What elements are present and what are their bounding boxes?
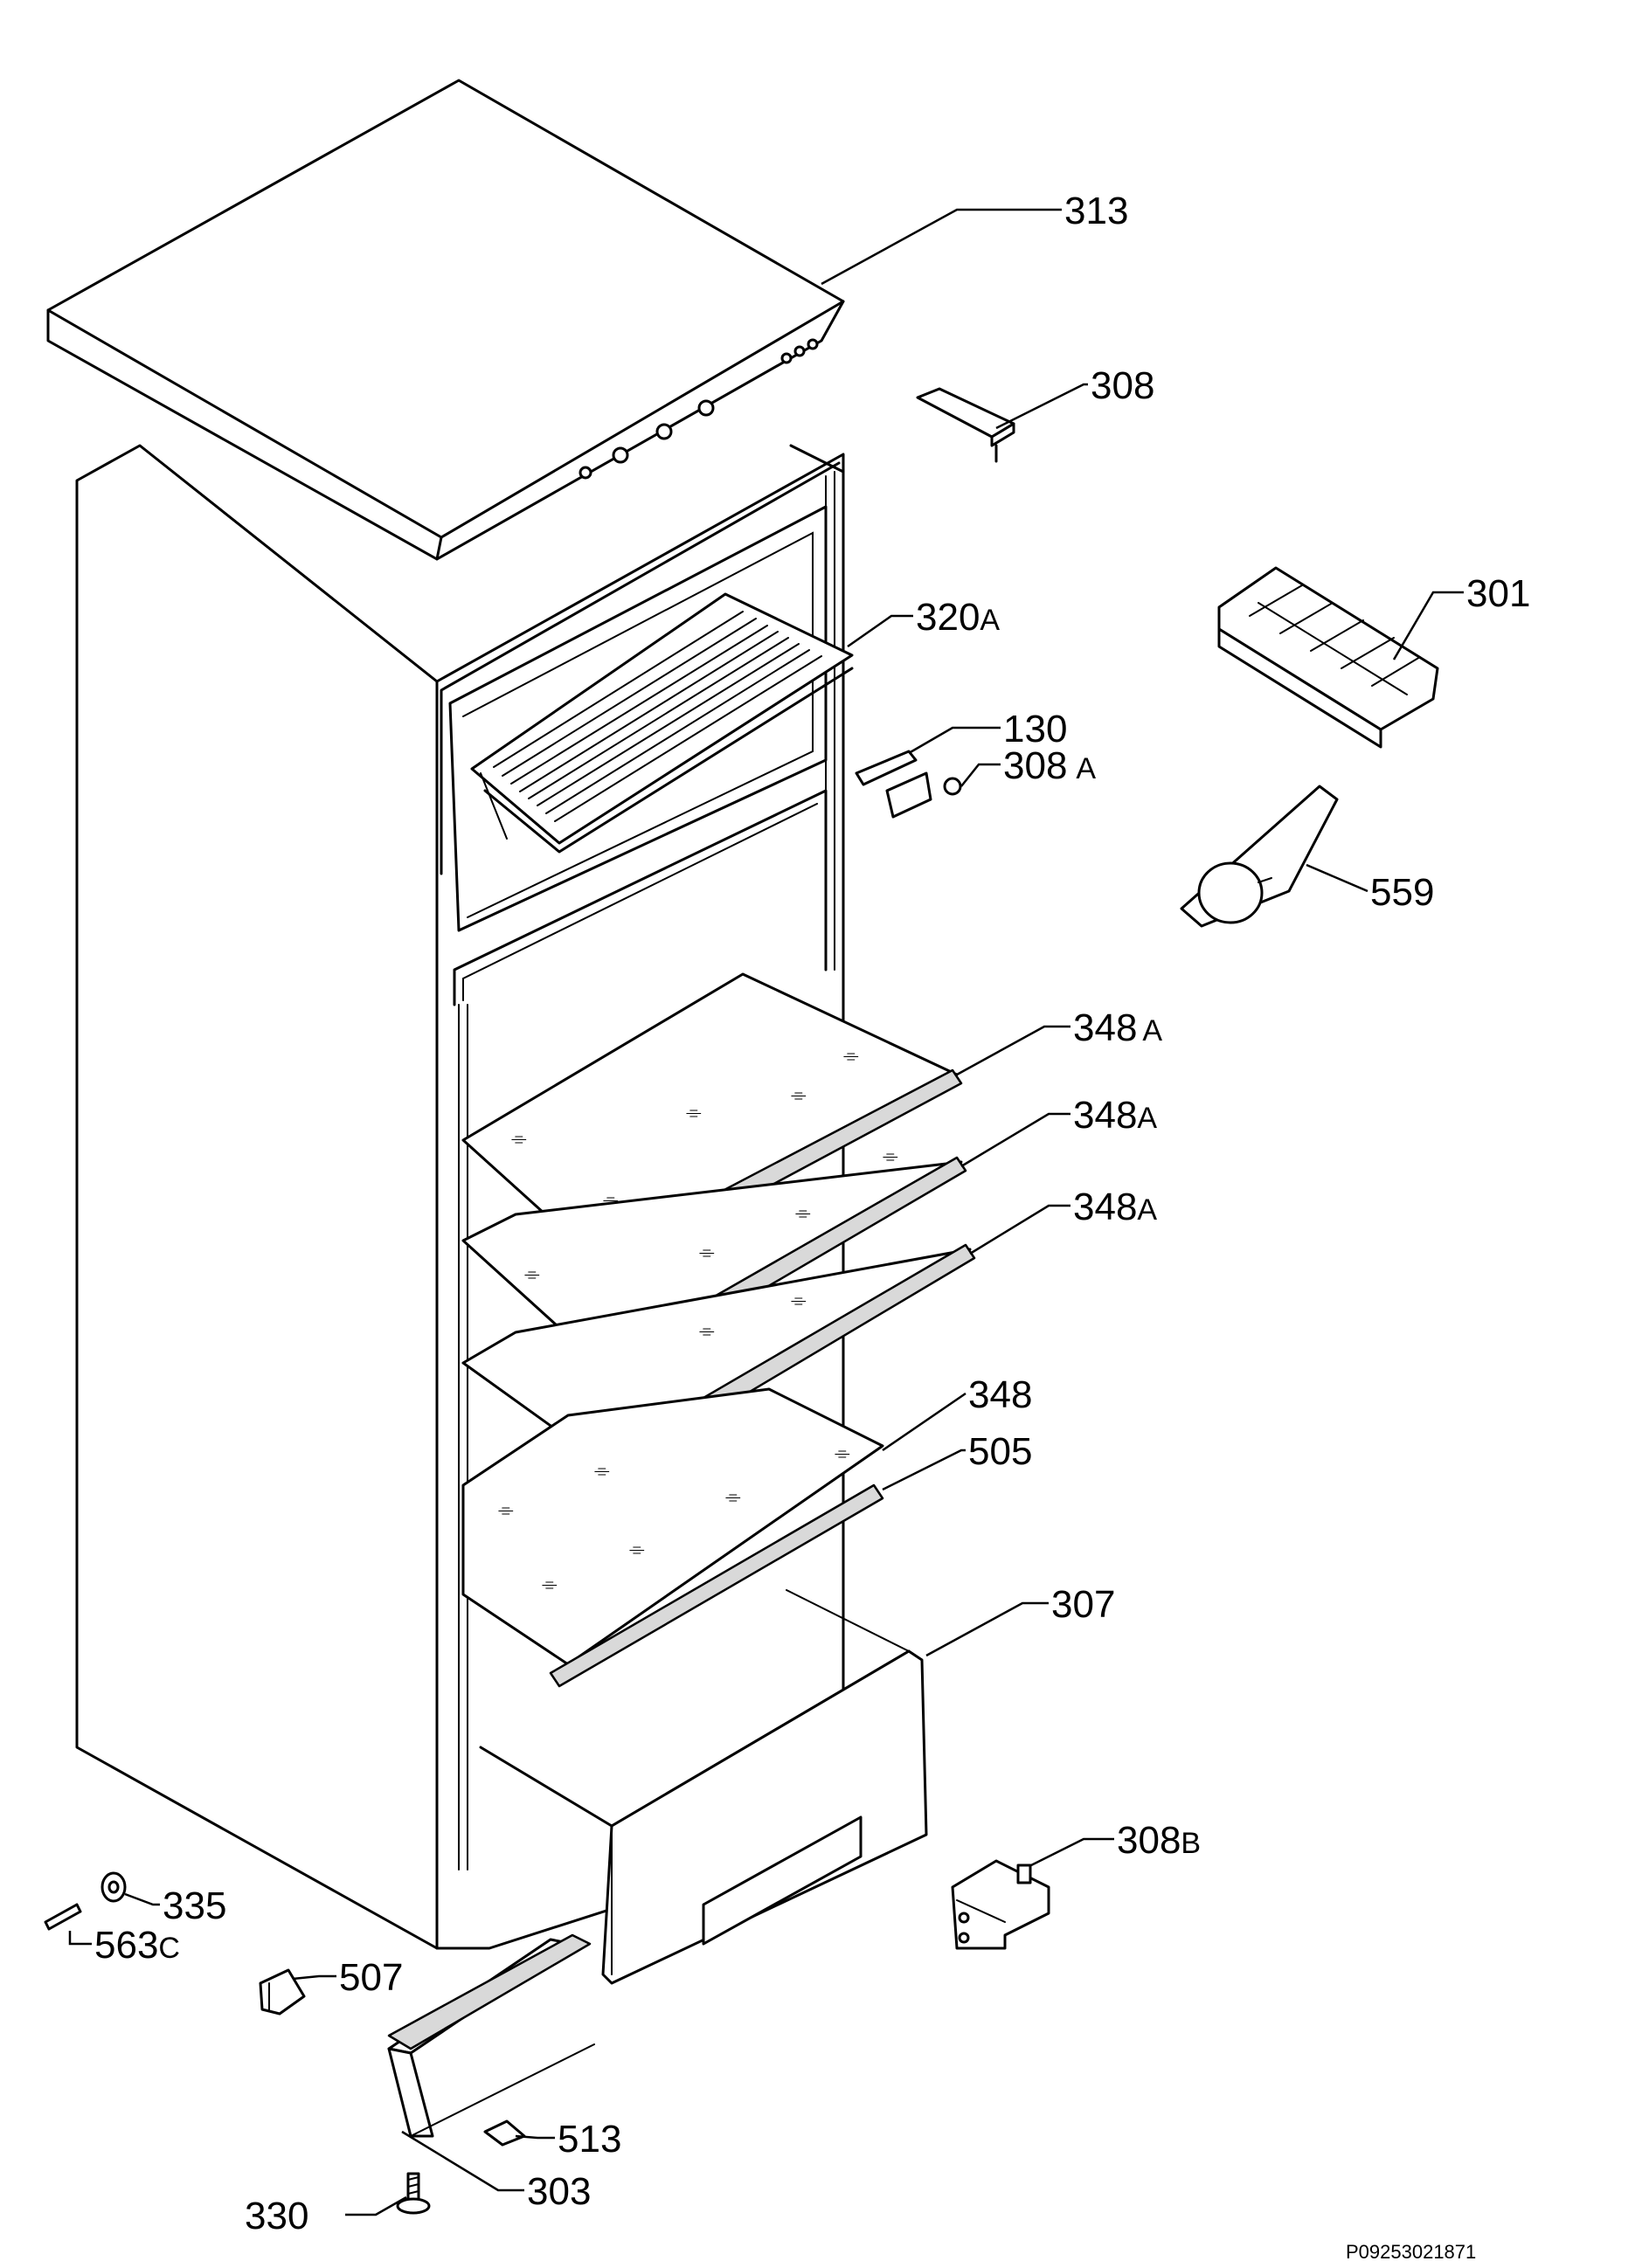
svg-text:⌯: ⌯ [699, 1241, 715, 1262]
svg-text:⌯: ⌯ [524, 1262, 540, 1284]
callout-307: 307 [1051, 1583, 1115, 1626]
svg-text:⌯: ⌯ [594, 1459, 610, 1481]
callout-308b: 308B [1117, 1819, 1201, 1862]
clip-507 [259, 1968, 306, 2016]
svg-text:⌯: ⌯ [511, 1127, 527, 1149]
svg-text:⌯: ⌯ [629, 1538, 645, 1559]
spacer-335 [100, 1871, 127, 1903]
svg-text:⌯: ⌯ [791, 1289, 807, 1310]
callout-320a: 320A [916, 596, 1000, 639]
fridge-compartment [453, 789, 828, 1870]
callout-348a-2: 348A [1073, 1094, 1157, 1137]
shelf-front-strip-505 [549, 1483, 884, 1688]
svg-text:⌯: ⌯ [498, 1498, 514, 1520]
callout-563c: 563C [94, 1924, 180, 1967]
svg-text:⌯: ⌯ [542, 1573, 558, 1594]
svg-text:⌯: ⌯ [791, 1083, 807, 1105]
svg-text:⌯: ⌯ [843, 1044, 859, 1066]
ice-cube-tray [1217, 566, 1439, 749]
hinge-pin-308a [885, 771, 962, 819]
callout-303: 303 [527, 2170, 591, 2213]
hinge-bracket-308 [916, 387, 1015, 463]
svg-text:⌯: ⌯ [686, 1101, 702, 1123]
top-cover [46, 79, 845, 561]
reference-code: P09253021871 [1346, 2241, 1476, 2263]
screw-330 [396, 2172, 431, 2215]
callout-308: 308 [1091, 364, 1154, 407]
callout-330: 330 [245, 2195, 308, 2237]
callout-348: 348 [968, 1373, 1032, 1416]
callout-505: 505 [968, 1430, 1032, 1473]
callout-559: 559 [1370, 871, 1434, 914]
glass-shelf-348: ⌯ ⌯ ⌯ ⌯ ⌯ ⌯ [461, 1387, 884, 1666]
freezer-grid-shelf [470, 592, 854, 854]
thermostat-knob-housing [1180, 785, 1339, 928]
crisper-drawer [479, 1589, 928, 1985]
svg-text:⌯: ⌯ [795, 1201, 811, 1223]
leader-lines [68, 208, 1464, 2216]
callout-335: 335 [163, 1884, 226, 1927]
clip-130 [855, 750, 918, 786]
door-hinge-308b [951, 1859, 1050, 1950]
callout-507: 507 [339, 1956, 403, 1999]
callout-313: 313 [1064, 190, 1128, 232]
callout-348a-3: 348A [1073, 1186, 1157, 1228]
svg-text:⌯: ⌯ [699, 1319, 715, 1341]
svg-text:⌯: ⌯ [725, 1485, 741, 1507]
callout-513: 513 [558, 2118, 621, 2161]
callout-130: 130 [1003, 708, 1067, 750]
cover-513 [483, 2119, 526, 2147]
svg-text:⌯: ⌯ [883, 1144, 898, 1166]
svg-text:⌯: ⌯ [835, 1442, 850, 1463]
pin-563c [44, 1903, 82, 1931]
callout-301: 301 [1466, 572, 1530, 615]
plinth-303 [387, 1933, 595, 2138]
